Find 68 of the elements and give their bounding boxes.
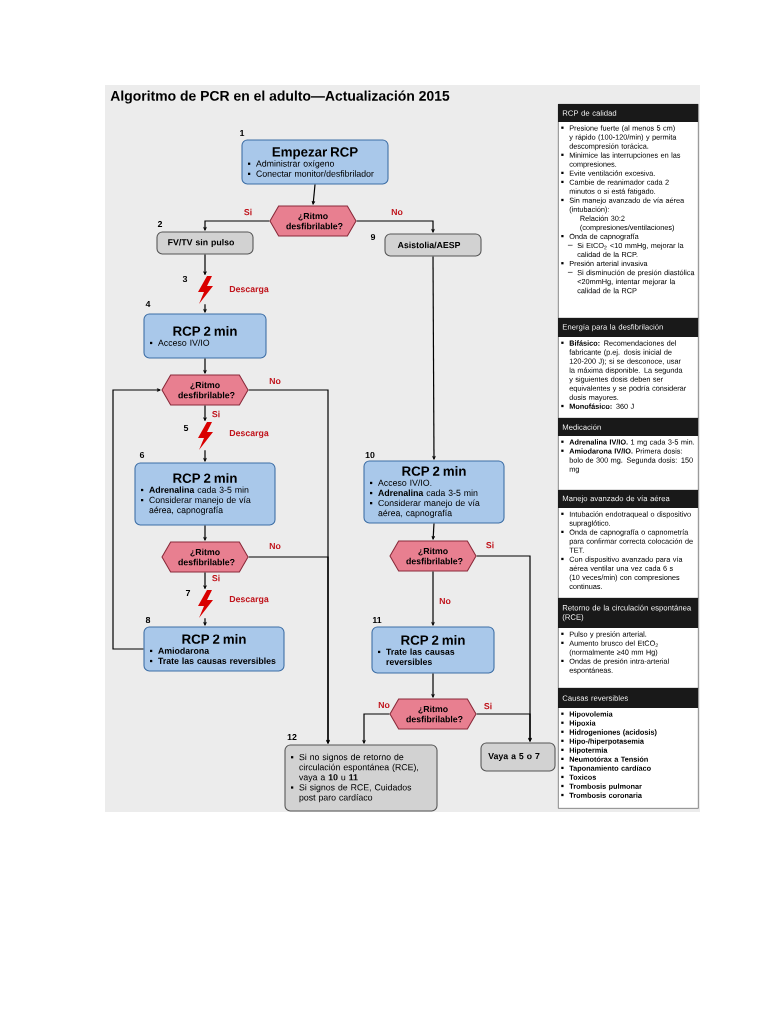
shock-label: Descarga (229, 596, 269, 604)
arrow (432, 255, 436, 460)
step-number: 6 (139, 451, 145, 459)
edge-label: No (389, 207, 405, 217)
step-box: RCP 2 min Acceso IV/IO (143, 313, 267, 359)
step-box: RCP 2 min Trate las causas reversibles (371, 626, 495, 674)
arrow (203, 220, 270, 231)
step-box: Empezar RCP Administrar oxígeno Conectar monitor/desfibrilador (241, 139, 389, 185)
arrow (112, 388, 161, 650)
arrow (362, 713, 390, 744)
arrow (203, 449, 207, 462)
arrow (203, 571, 207, 590)
edge-label: Si (210, 573, 222, 583)
lightning-icon (198, 590, 213, 618)
arrow (431, 522, 435, 540)
step-number: 5 (183, 424, 189, 432)
arrow (203, 404, 207, 422)
rhythm-box: Vaya a 5 o 7 (480, 742, 556, 772)
step-number: 8 (145, 616, 151, 624)
shock-label: Descarga (229, 286, 269, 294)
edge-label: No (437, 596, 453, 606)
arrow (356, 220, 435, 233)
info-section (558, 418, 699, 491)
edge-label: No (267, 376, 283, 386)
edge-label: Si (484, 540, 496, 550)
arrow (203, 357, 207, 374)
step-box: RCP 2 min Acceso IV/IO. Adrenalina cada 3-5 min Considerar manejo de vía aérea, capnografía (363, 460, 505, 524)
edge-label: Si (242, 207, 254, 217)
arrow (203, 524, 207, 541)
step-number: 9 (370, 233, 376, 241)
step-number: 3 (182, 275, 188, 283)
step-box: RCP 2 min Amiodarona Trate las causas reversibles (143, 626, 285, 672)
arrow (203, 253, 207, 276)
edge-label: No (267, 541, 283, 551)
rhythm-box: FV/TV sin pulso (156, 231, 254, 255)
step-number: 10 (365, 451, 375, 459)
info-section (558, 490, 699, 599)
step-number: 2 (157, 220, 163, 228)
lightning-icon (198, 276, 213, 304)
arrow (248, 556, 330, 744)
info-section (558, 688, 699, 809)
arrow (476, 713, 532, 742)
step-number: 12 (287, 733, 297, 741)
arrow (203, 617, 207, 626)
rhythm-box: Asistolia/AESP (384, 233, 482, 257)
edge-label: Si (210, 409, 222, 419)
step-number: 1 (240, 130, 245, 136)
step-box: RCP 2 min Adrenalina cada 3-5 min Considerar manejo de vía aérea, capnografía (134, 462, 276, 526)
arrow (431, 672, 435, 698)
rhythm-box: Si no signos de retorno de circulación espontánea (RCE), vaya a 10 u 11 Si signos de RCE, Cuidados post paro cardíaco (284, 744, 438, 812)
step-number: 7 (185, 590, 191, 597)
decision-hexagon: ¿Ritmo desfibrilable? (389, 540, 477, 572)
title: Algoritmo de PCR en el adulto—Actualización 2015 (110, 90, 450, 104)
decision-hexagon: ¿Ritmo desfibrilable? (269, 205, 357, 237)
info-section (558, 598, 699, 689)
decision-hexagon: ¿Ritmo desfibrilable? (161, 374, 249, 406)
arrow (431, 570, 435, 626)
lightning-icon (198, 422, 213, 450)
edge-label: Si (482, 701, 494, 711)
edge-label: No (376, 700, 392, 710)
info-section (558, 318, 699, 419)
decision-hexagon: ¿Ritmo desfibrilable? (389, 698, 477, 730)
step-number: 4 (145, 301, 151, 307)
arrow (311, 183, 316, 205)
shock-label: Descarga (229, 430, 269, 438)
step-number: 11 (372, 617, 382, 624)
decision-hexagon: ¿Ritmo desfibrilable? (161, 541, 249, 573)
arrow (203, 303, 207, 313)
